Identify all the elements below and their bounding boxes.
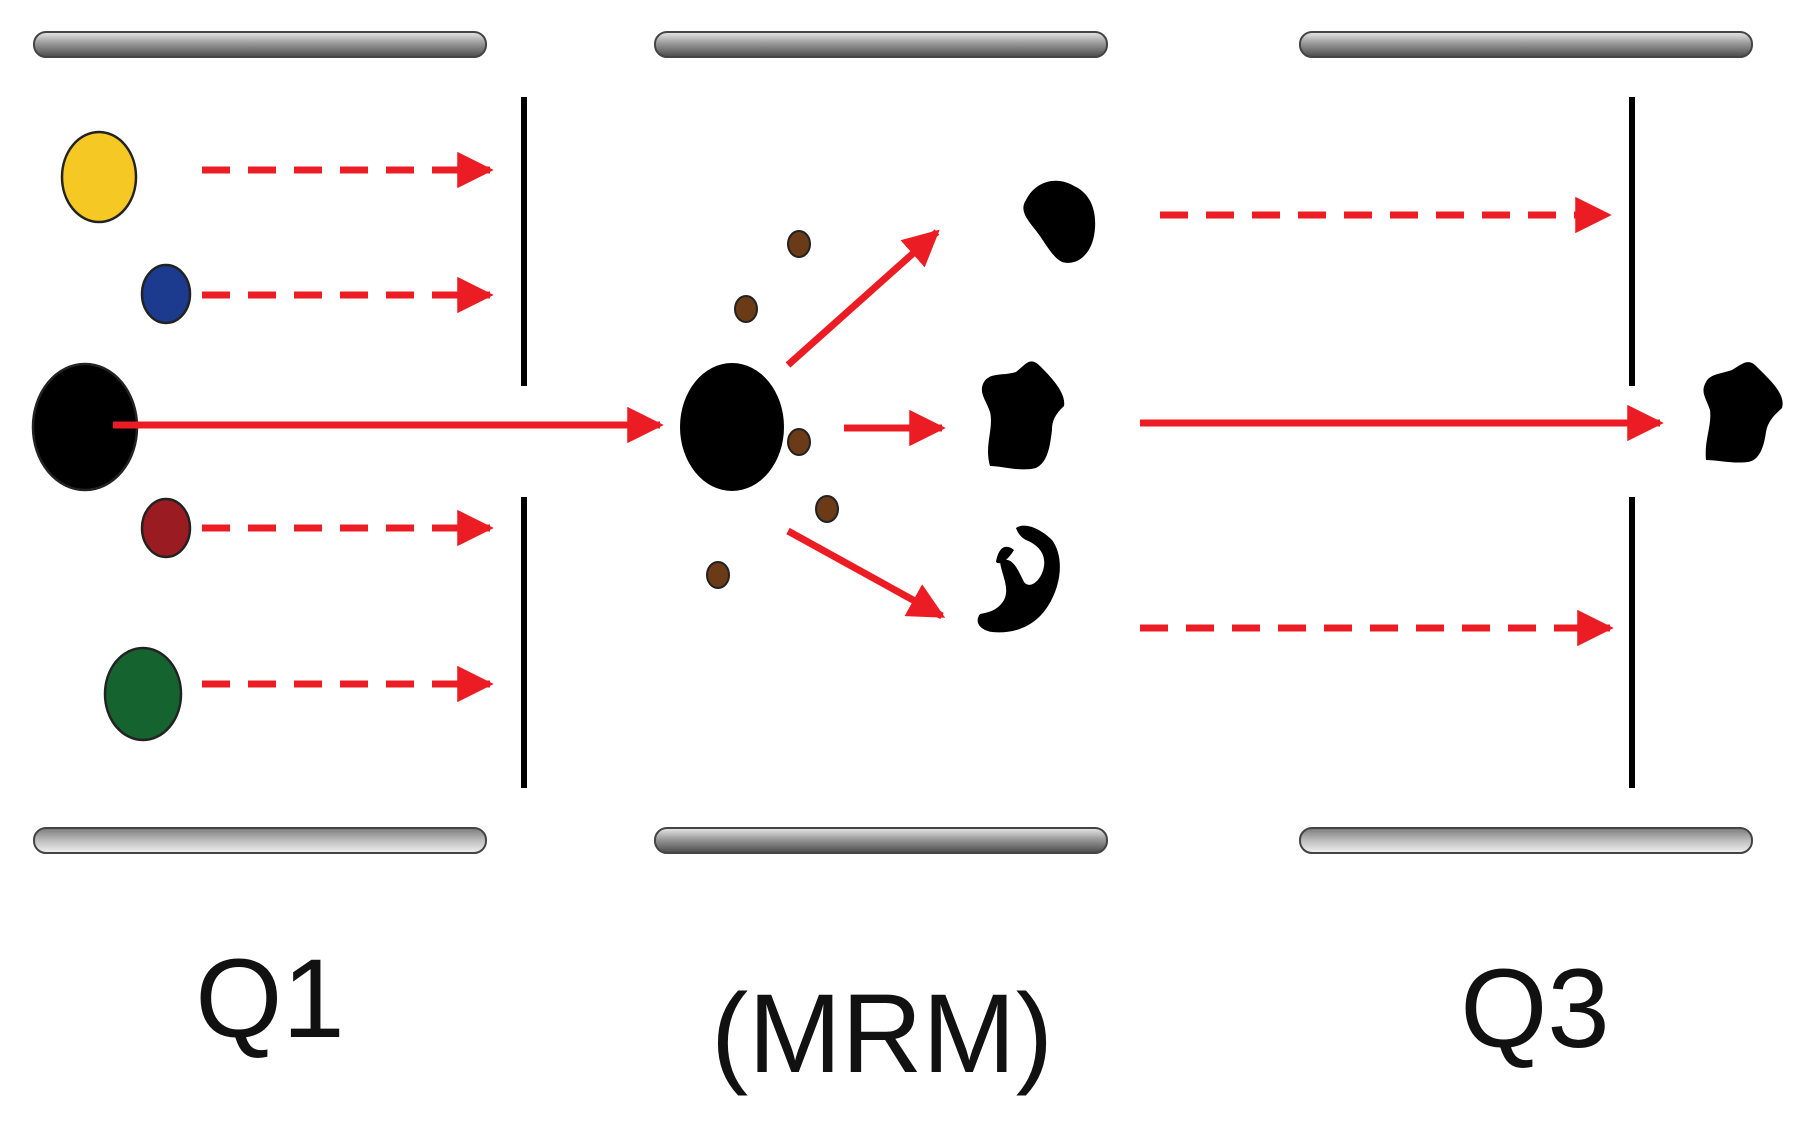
apertures xyxy=(521,97,1635,788)
collision-cell-rod-bottom xyxy=(654,827,1108,854)
ion-yellow xyxy=(60,130,138,224)
gas-dot xyxy=(706,561,730,589)
ion-red xyxy=(140,497,192,559)
label-q1: Q1 xyxy=(195,936,344,1061)
fragment-middle xyxy=(981,361,1065,470)
detected-product-ion xyxy=(1703,362,1783,463)
rods-bottom xyxy=(33,827,1753,854)
collision-cell-rod-top xyxy=(654,31,1108,58)
ion-green xyxy=(103,646,183,742)
fragment-upper xyxy=(1023,180,1096,263)
q3-rod-top xyxy=(1299,31,1753,58)
q1-ions xyxy=(31,130,192,742)
fragment-arrow-up xyxy=(785,229,940,368)
fragment-lower xyxy=(977,525,1060,633)
ion-blue xyxy=(140,263,192,325)
label-q3: Q3 xyxy=(1460,946,1609,1071)
gas-dot xyxy=(787,230,811,258)
gas-dot xyxy=(787,428,811,456)
rods-top xyxy=(33,31,1753,58)
q1-rejected-arrows xyxy=(202,151,494,703)
fragmentation-arrows xyxy=(785,229,946,620)
product-ions xyxy=(977,180,1096,633)
gas-dot xyxy=(815,495,839,523)
collision-cell xyxy=(680,180,1096,633)
fragment-arrow-down xyxy=(786,527,946,620)
precursor-in-cell xyxy=(680,363,784,491)
neutral-gas-dots xyxy=(706,230,839,589)
q1-rod-bottom xyxy=(33,827,487,854)
q1-rod-top xyxy=(33,31,487,58)
gas-dot xyxy=(734,295,758,323)
label-mrm: (MRM) xyxy=(711,971,1053,1096)
q3-rod-bottom xyxy=(1299,827,1753,854)
q3-arrows xyxy=(1140,196,1664,647)
